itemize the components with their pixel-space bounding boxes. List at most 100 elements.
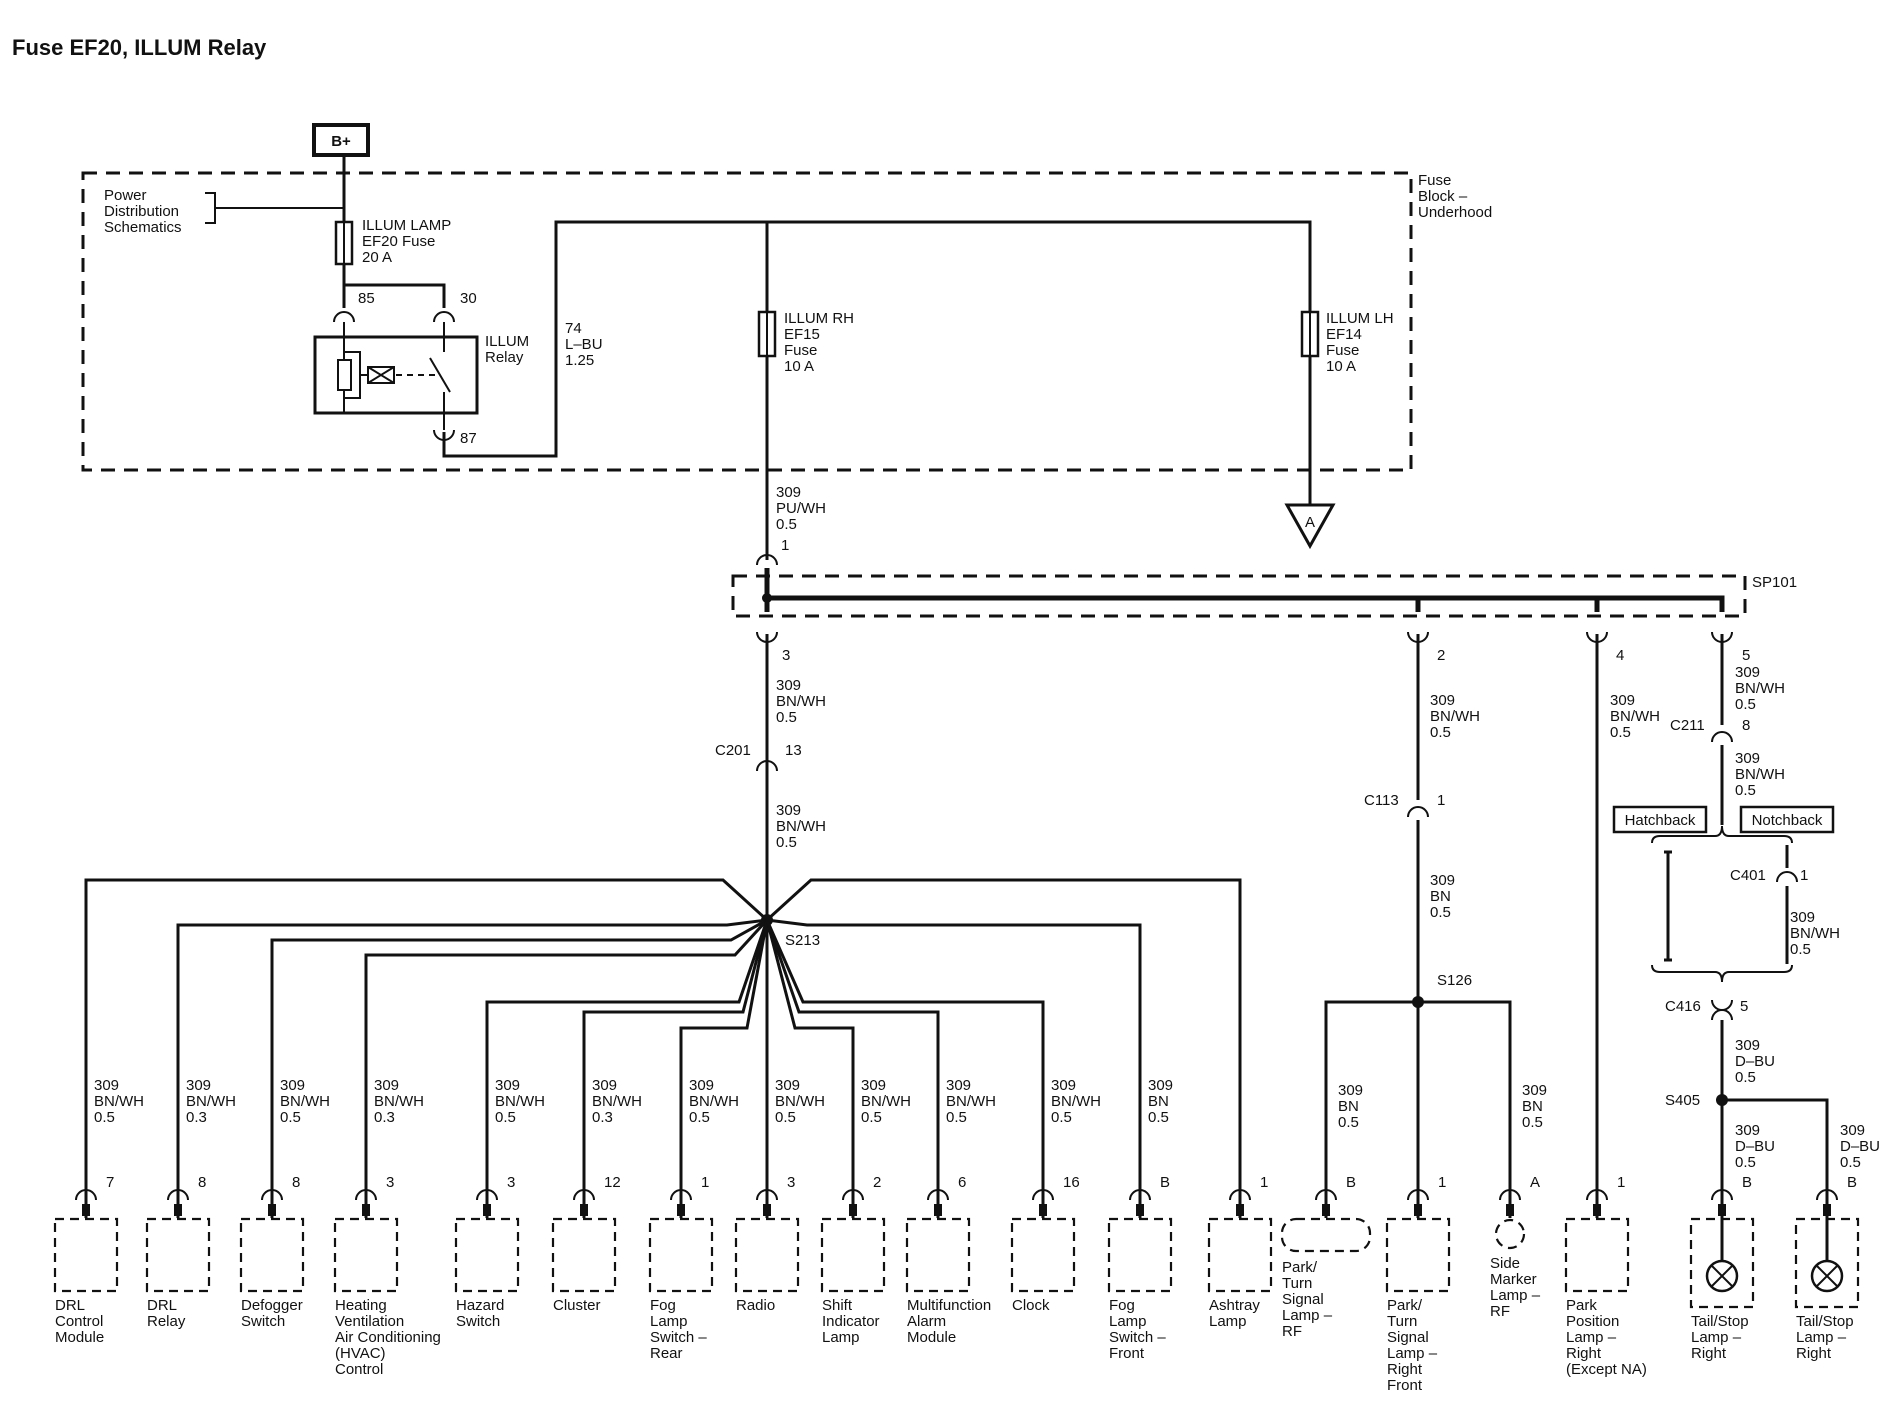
branch-wire-label: BN/WH (374, 1093, 424, 1110)
branch-wire-label: 0.3 (374, 1109, 395, 1126)
branch-wire-label: BN/WH (186, 1093, 236, 1110)
component-pin-block (849, 1204, 857, 1216)
s213-branch (765, 919, 855, 1212)
component-pin-block (1506, 1204, 1514, 1216)
component-connector (1032, 1189, 1054, 1201)
wire-c113-label-2: BN (1430, 888, 1451, 905)
wire-trunk2-label-2: BN/WH (776, 818, 826, 835)
component-box (145, 1217, 211, 1293)
component-label: Switch – (1109, 1329, 1166, 1346)
branch-wire-label: 309 (186, 1077, 211, 1094)
relay-pin-30-connector (433, 311, 455, 323)
sp101-pin-3: 3 (782, 647, 790, 664)
wire-c211-label-2: BN/WH (1735, 766, 1785, 783)
component-pin: 12 (604, 1174, 621, 1191)
wire-74-label-2: L–BU (565, 336, 603, 353)
option-hatchback-path (1664, 850, 1672, 962)
component-connector (75, 1189, 97, 1201)
component-connector (927, 1189, 949, 1201)
component-box (1385, 1217, 1451, 1293)
component-connector (1711, 1189, 1733, 1201)
branch-wire-label: 309 (1051, 1077, 1076, 1094)
sp101-outputs (756, 631, 1733, 643)
branch-wire-label: BN/WH (280, 1093, 330, 1110)
wire-trunk2-label-1: 309 (776, 802, 801, 819)
offpage-connector-a (1284, 503, 1336, 550)
component-pin-block (268, 1204, 276, 1216)
component-connector (261, 1189, 283, 1201)
component-label: Clock (1012, 1297, 1050, 1314)
component-label: Lamp (822, 1329, 860, 1346)
wire-pin5-label-2: BN/WH (1735, 680, 1785, 697)
component-label: Park/ (1387, 1297, 1423, 1314)
component-label: Control (335, 1361, 383, 1378)
branch-wire-label: 0.5 (946, 1109, 967, 1126)
component-box (1280, 1217, 1372, 1253)
wire-trunk2-label-3: 0.5 (776, 834, 797, 851)
component-label: RF (1490, 1303, 1510, 1320)
component-label: Right (1566, 1345, 1602, 1362)
c201-connector (756, 760, 778, 772)
component-connector (1229, 1189, 1251, 1201)
component-pin: 1 (1438, 1174, 1446, 1191)
component-box (648, 1217, 714, 1293)
wire-pin5-label-1: 309 (1735, 664, 1760, 681)
splice-s126-label: S126 (1437, 972, 1472, 989)
relay-coil-wiring (344, 351, 368, 399)
fuse-ef14-label-2: EF14 (1326, 326, 1362, 343)
component-label: Ventilation (335, 1313, 404, 1330)
c401-label: C401 (1730, 867, 1766, 884)
component-connector (842, 1189, 864, 1201)
wire-c416-down (1720, 1020, 1829, 1212)
wire-s405-right-label-3: 0.5 (1840, 1154, 1861, 1171)
wire-s405-right-label-1: 309 (1840, 1122, 1865, 1139)
wire-pin2-label-1: 309 (1430, 692, 1455, 709)
s213-branch (765, 878, 1242, 1212)
component-pin: 3 (386, 1174, 394, 1191)
branch-wire-label: 0.5 (1148, 1109, 1169, 1126)
wire-s405-left-label-2: D–BU (1735, 1138, 1775, 1155)
component-label: Front (1109, 1345, 1145, 1362)
branch-wire-label: 0.5 (775, 1109, 796, 1126)
branch-wire-label: 309 (94, 1077, 119, 1094)
splice-s405 (1716, 1094, 1728, 1106)
component-pin: 1 (1260, 1174, 1268, 1191)
wire-s405-right-label-2: D–BU (1840, 1138, 1880, 1155)
branch-wire-label: BN/WH (775, 1093, 825, 1110)
wire-74 (442, 220, 1312, 505)
component-label: Ashtray (1209, 1297, 1260, 1314)
component-label: Side (1490, 1255, 1520, 1272)
component-box (1107, 1217, 1173, 1293)
component-connector (1315, 1189, 1337, 1201)
component-label: Radio (736, 1297, 775, 1314)
component-connector (756, 1189, 778, 1201)
s213-branch (582, 919, 769, 1212)
relay-pin-85: 85 (358, 290, 375, 307)
component-pin: 1 (1617, 1174, 1625, 1191)
component-pin: 16 (1063, 1174, 1080, 1191)
option-hatchback: Hatchback (1625, 812, 1696, 829)
s213-branch (679, 919, 769, 1212)
component-connector (1129, 1189, 1151, 1201)
component-connector (1407, 1189, 1429, 1201)
component-label: Module (55, 1329, 104, 1346)
sp101-node (762, 593, 772, 603)
wire-s405-left-label-1: 309 (1735, 1122, 1760, 1139)
s213-branch (84, 878, 769, 1212)
component-pin-block (1322, 1204, 1330, 1216)
fuse-block-label-2: Block – (1418, 188, 1468, 205)
branch-wire-label: 309 (374, 1077, 399, 1094)
relay-label-1: ILLUM (485, 333, 529, 350)
branch-wire-label: 0.3 (592, 1109, 613, 1126)
s213-branch (485, 919, 769, 1212)
relay-resistor (337, 359, 352, 391)
component-pin: 3 (787, 1174, 795, 1191)
component-pin: 7 (106, 1174, 114, 1191)
component-box (1564, 1217, 1630, 1293)
battery-box (312, 123, 370, 157)
c211-pin: 8 (1742, 717, 1750, 734)
component-box (734, 1217, 800, 1293)
component-label: Right (1387, 1361, 1423, 1378)
